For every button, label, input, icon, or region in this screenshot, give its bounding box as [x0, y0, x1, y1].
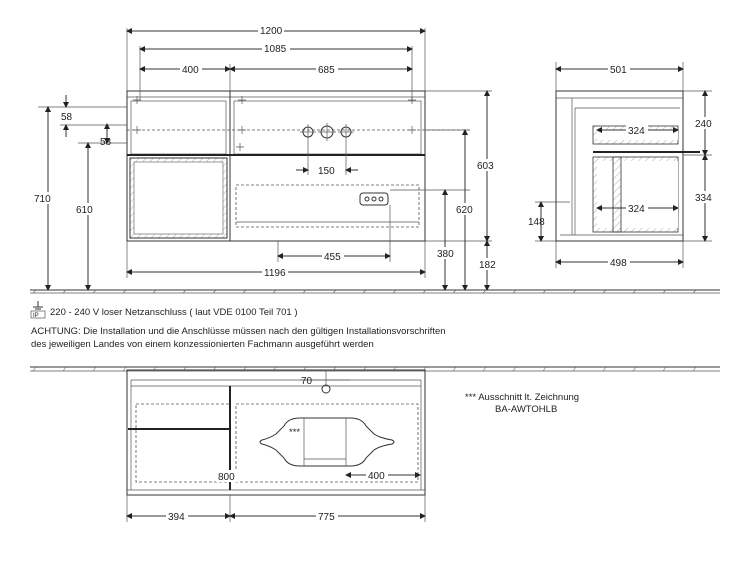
- warning-line-2: des jeweiligen Landes von einem konzessi…: [31, 339, 374, 350]
- dim-height-left: 710: [34, 194, 51, 205]
- front-cabinet-outline: [126, 90, 426, 242]
- dim-drain-offset: 70: [301, 376, 313, 387]
- front-right-lower-drawer: [235, 184, 420, 228]
- plan-right-drawer: [235, 403, 419, 483]
- dim-height-top-side: 240: [695, 119, 712, 130]
- wall-line: [30, 366, 720, 372]
- dim-top-offset-2: 58: [100, 137, 112, 148]
- dim-depth-bottom: 498: [610, 258, 627, 269]
- dim-height-low: 380: [437, 249, 454, 260]
- dim-bottom-width: 1196: [264, 268, 286, 279]
- dim-height-mid: 620: [456, 205, 473, 216]
- front-left-upper-drawer: [130, 100, 227, 155]
- power-connection-icon: IP: [30, 301, 46, 319]
- power-socket: [359, 192, 389, 206]
- dim-drawer-offset: 455: [324, 252, 341, 263]
- front-view: 1200 1085 400 685 710 610 58 58 150: [28, 25, 500, 291]
- dim-left-part: 400: [182, 65, 199, 76]
- dim-height-low-side: 148: [528, 217, 545, 228]
- sink-cutout: [259, 417, 395, 467]
- floor-line: [30, 289, 720, 294]
- valve-center-icon: [318, 123, 336, 141]
- cutout-marker: ***: [289, 427, 300, 438]
- dim-valve-spacing: 150: [318, 166, 335, 177]
- power-icon-label: IP: [33, 313, 39, 319]
- dim-depth-800: 800: [218, 472, 235, 483]
- plan-left-drawer: [135, 403, 231, 483]
- dim-right-part: 685: [318, 65, 335, 76]
- dim-right-775: 775: [318, 512, 335, 523]
- dim-height-inner: 610: [76, 205, 93, 216]
- valve-left-icon: [300, 124, 316, 140]
- dim-depth-top: 501: [610, 65, 627, 76]
- dim-height-mid-side: 334: [695, 193, 712, 204]
- fixing-marks: [133, 96, 416, 151]
- notes: IP 220 - 240 V loser Netzanschluss ( lau…: [30, 301, 446, 350]
- dim-cutout-400: 400: [368, 471, 385, 482]
- side-cabinet-outline: [555, 90, 684, 242]
- dim-total-width: 1200: [260, 26, 283, 37]
- side-view: 501 324 324 240 334 148 498: [528, 62, 716, 269]
- power-note: 220 - 240 V loser Netzanschluss ( laut V…: [50, 307, 298, 318]
- dim-drawer-depth-1: 324: [628, 126, 645, 137]
- plan-view: *** 70 800 400 394 775 *** Ausschnitt lt…: [126, 369, 579, 523]
- dim-drawer-depth-2: 324: [628, 204, 645, 215]
- dim-height-right: 603: [477, 161, 494, 172]
- dim-inner-width: 1085: [264, 44, 287, 55]
- dim-top-offset-1: 58: [61, 112, 73, 123]
- dim-left-394: 394: [168, 512, 185, 523]
- plan-cabinet-outline: [126, 369, 426, 496]
- cutout-note-line-1: *** Ausschnitt lt. Zeichnung: [465, 392, 579, 403]
- dim-plinth: 182: [479, 260, 496, 271]
- warning-line-1: ACHTUNG: Die Installation und die Anschl…: [31, 326, 446, 337]
- cutout-note-line-2: BA-AWTOHLB: [495, 404, 557, 415]
- valve-right-icon: [338, 124, 354, 140]
- front-right-upper-drawer: [233, 100, 422, 155]
